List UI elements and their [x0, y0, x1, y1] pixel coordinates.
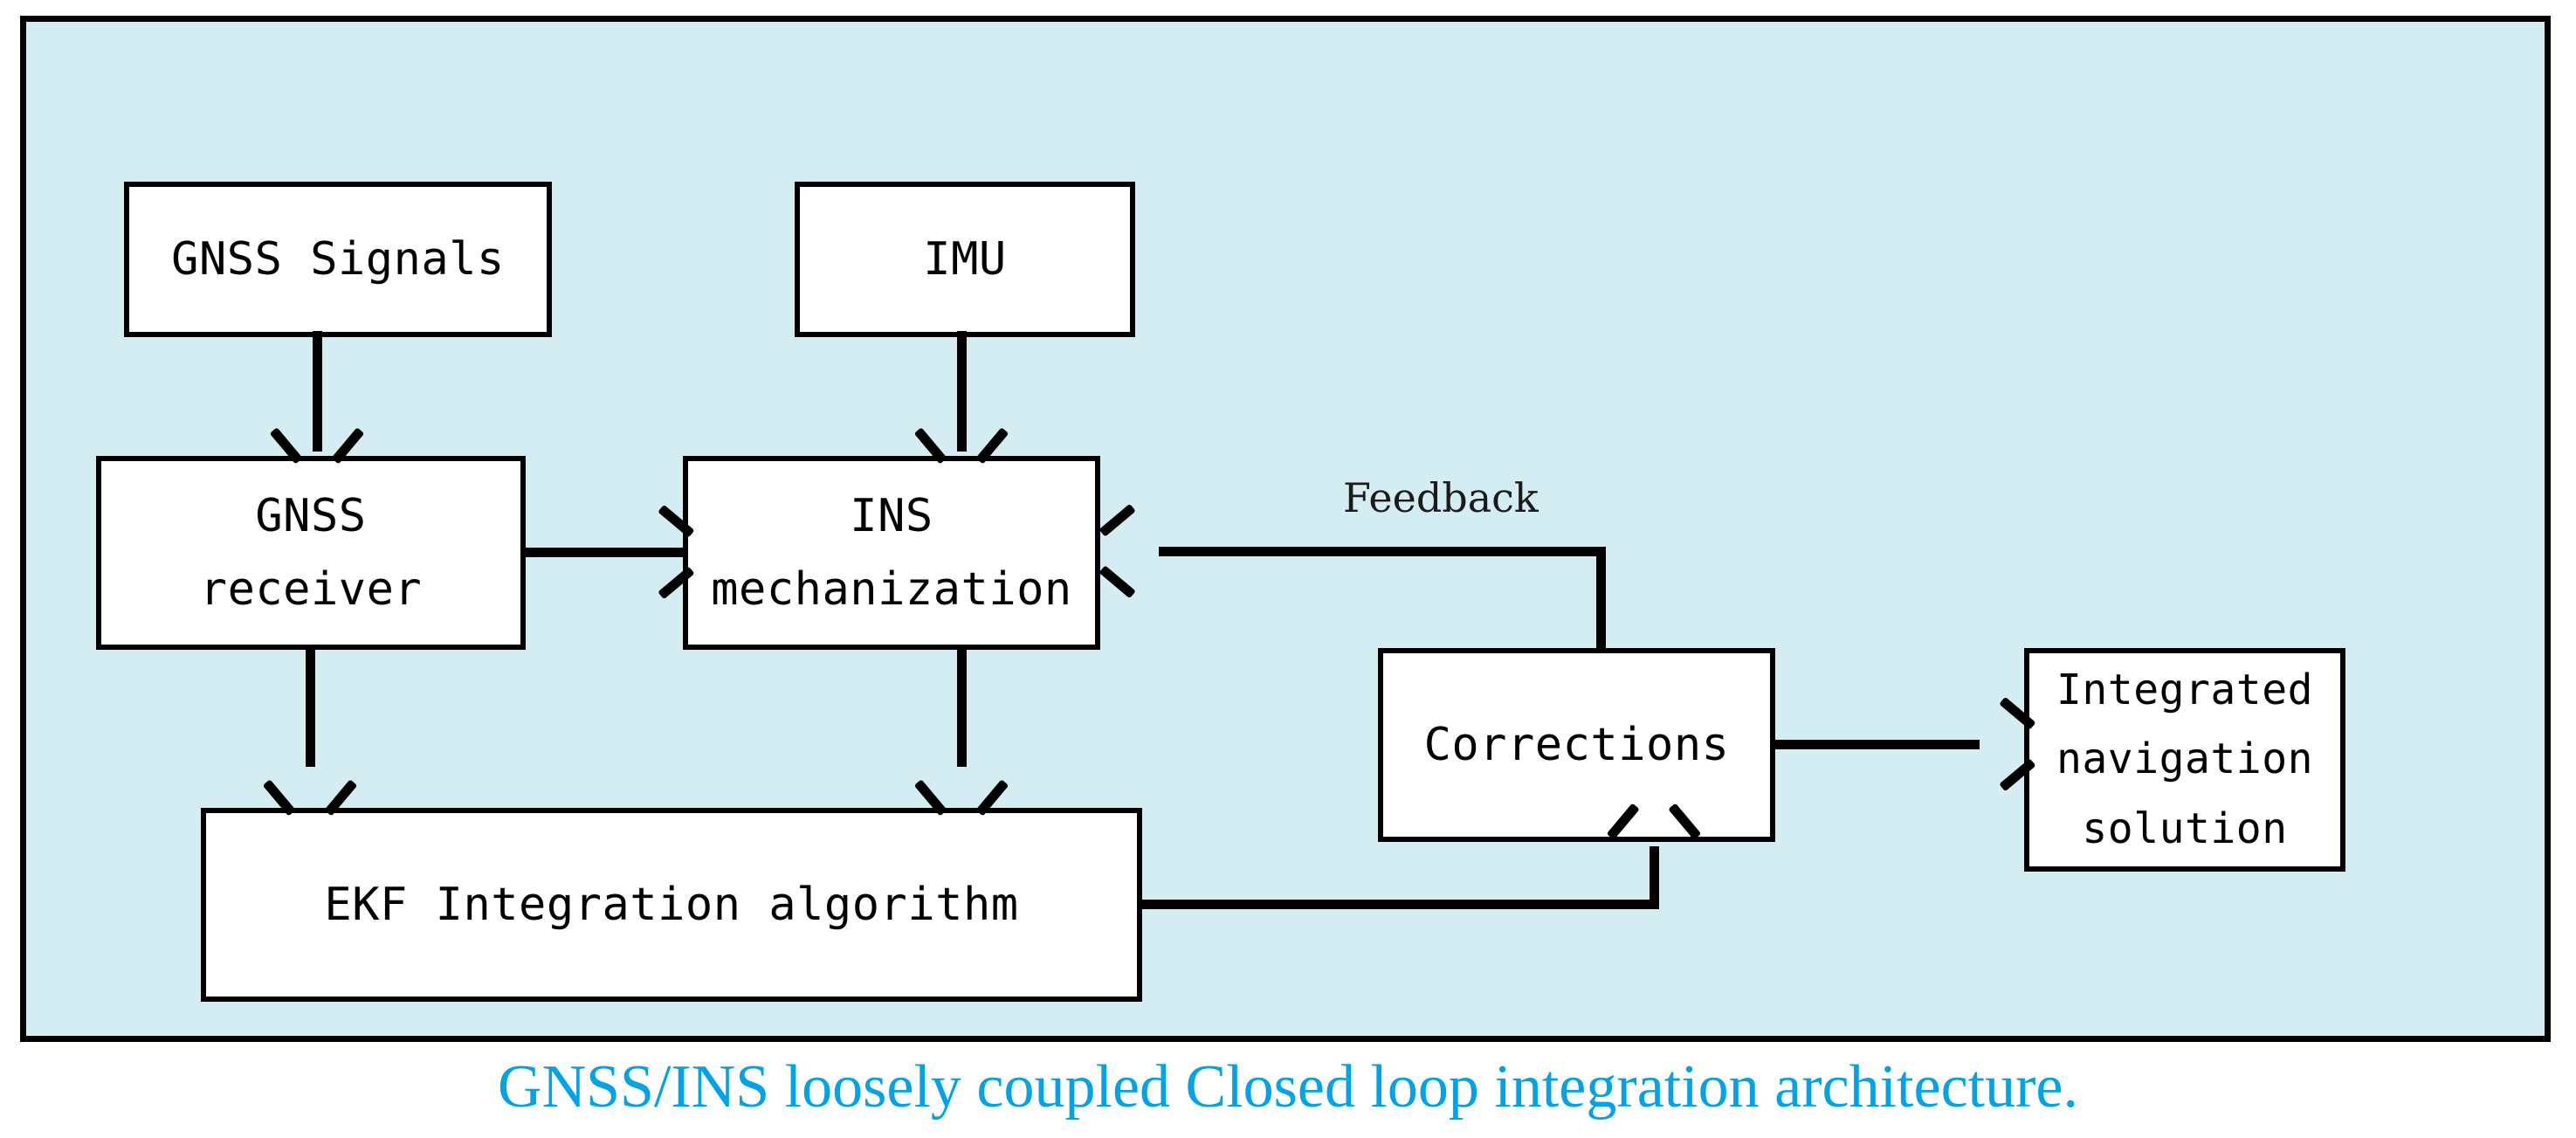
node-gnss-receiver: GNSS receiver — [96, 456, 526, 650]
edge-feedback-horizontal — [1159, 547, 1601, 556]
edge-ins-to-ekf-line — [957, 645, 967, 767]
node-imu: IMU — [795, 182, 1135, 337]
figure-caption: GNSS/INS loosely coupled Closed loop int… — [498, 1053, 2078, 1121]
edge-gnss-signals-to-receiver-line — [313, 331, 322, 452]
node-ins-mechanization-label-line1: INS — [850, 489, 933, 542]
edge-receiver-to-ins-line — [520, 548, 686, 557]
edge-feedback-vertical — [1596, 547, 1606, 653]
node-ins-mechanization-label-line2: mechanization — [711, 563, 1072, 616]
node-integrated-label-line2: navigation — [2056, 735, 2313, 784]
node-gnss-receiver-label-line2: receiver — [199, 563, 423, 616]
edge-ekf-to-corrections-vertical — [1650, 846, 1659, 904]
node-gnss-signals-label: GNSS Signals — [171, 232, 505, 286]
node-ekf-integration-algorithm: EKF Integration algorithm — [201, 808, 1142, 1002]
node-imu-label: IMU — [923, 232, 1007, 286]
node-integrated-label-line3: solution — [2082, 803, 2288, 853]
edge-imu-to-ins-line — [957, 331, 967, 452]
node-corrections: Corrections — [1378, 648, 1775, 842]
node-integrated-label-line1: Integrated — [2056, 666, 2313, 715]
node-ekf-label: EKF Integration algorithm — [324, 878, 1019, 931]
edge-corrections-to-solution-line — [1770, 740, 1980, 749]
node-corrections-label: Corrections — [1423, 718, 1730, 771]
diagram-panel: GNSS Signals IMU GNSS receiver INS mecha… — [20, 16, 2551, 1042]
edge-receiver-to-ekf-line — [306, 645, 315, 767]
edge-ekf-to-corrections-horizontal — [1137, 900, 1659, 909]
node-gnss-signals: GNSS Signals — [124, 182, 552, 337]
node-gnss-receiver-label-line1: GNSS — [255, 489, 367, 542]
node-ins-mechanization: INS mechanization — [683, 456, 1100, 650]
feedback-label: Feedback — [1343, 474, 1539, 521]
node-integrated-navigation-solution: Integrated navigation solution — [2024, 648, 2345, 872]
